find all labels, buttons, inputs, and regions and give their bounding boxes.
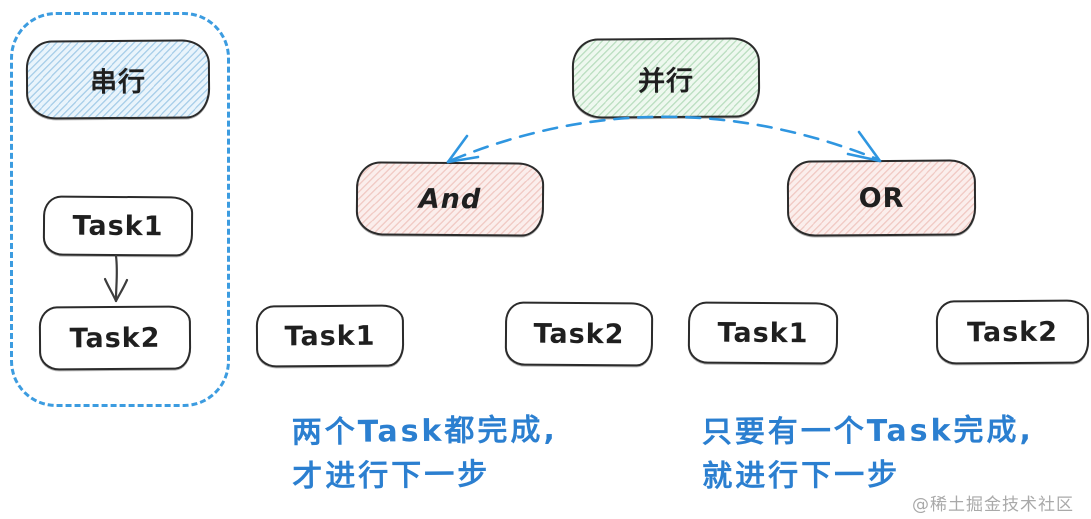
task-label: Task1 bbox=[72, 210, 164, 242]
task-box-or-1: Task1 bbox=[687, 301, 839, 365]
serial-header-box: 串行 bbox=[25, 39, 211, 120]
parallel-branch-curve bbox=[446, 115, 882, 164]
or-gate-label: OR bbox=[858, 182, 905, 214]
serial-group-container bbox=[10, 12, 230, 407]
or-gate-box: OR bbox=[786, 159, 977, 237]
task-label: Task2 bbox=[69, 322, 161, 354]
serial-header-label: 串行 bbox=[89, 66, 147, 99]
task-box-or-2: Task2 bbox=[935, 299, 1090, 365]
task-label: Task1 bbox=[284, 320, 376, 352]
and-note-line-1: 两个Task都完成, bbox=[291, 412, 558, 451]
or-note-line-1: 只要有一个Task完成, bbox=[701, 412, 1035, 451]
task-label: Task2 bbox=[966, 316, 1059, 348]
parallel-header-box: 并行 bbox=[571, 37, 761, 119]
task-box-and-1: Task1 bbox=[255, 304, 405, 368]
arrowhead-left-icon bbox=[446, 134, 480, 164]
task-label: Task2 bbox=[533, 318, 625, 350]
arrowhead-right-icon bbox=[846, 130, 882, 163]
and-gate-box: And bbox=[355, 161, 545, 237]
task-box-serial-2: Task2 bbox=[38, 305, 192, 371]
or-note: 只要有一个Task完成, 就进行下一步 bbox=[702, 409, 1035, 499]
task-box-and-2: Task2 bbox=[504, 301, 654, 367]
task-box-serial-1: Task1 bbox=[42, 195, 194, 257]
and-note-line-2: 才进行下一步 bbox=[292, 457, 491, 495]
watermark: @稀土掘金技术社区 bbox=[912, 495, 1074, 515]
parallel-header-label: 并行 bbox=[637, 65, 695, 97]
and-gate-label: And bbox=[418, 183, 482, 215]
and-note: 两个Task都完成, 才进行下一步 bbox=[292, 409, 559, 500]
task-label: Task1 bbox=[717, 317, 809, 349]
